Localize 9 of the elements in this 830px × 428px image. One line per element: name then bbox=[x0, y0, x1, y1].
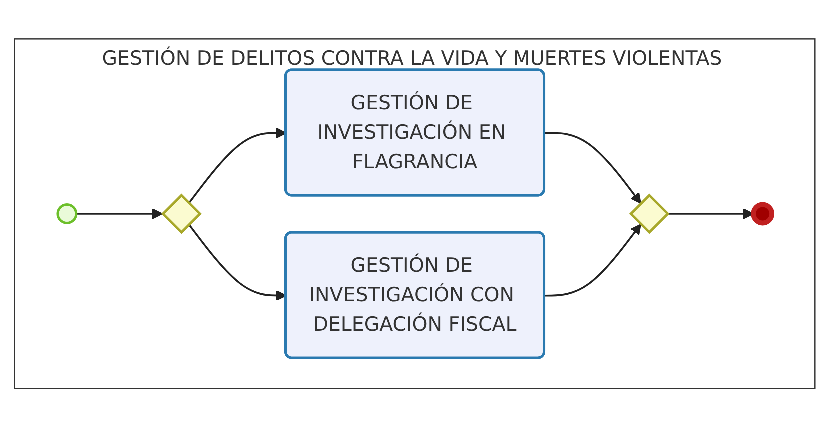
arrow bbox=[188, 128, 287, 204]
arrow bbox=[76, 208, 164, 220]
arrow bbox=[188, 224, 287, 302]
node-circle bbox=[56, 204, 78, 224]
arrow bbox=[544, 224, 642, 297]
node-circle bbox=[751, 202, 775, 226]
arrow bbox=[544, 132, 642, 204]
node-diamond bbox=[629, 194, 670, 234]
node-diamond bbox=[161, 194, 202, 234]
